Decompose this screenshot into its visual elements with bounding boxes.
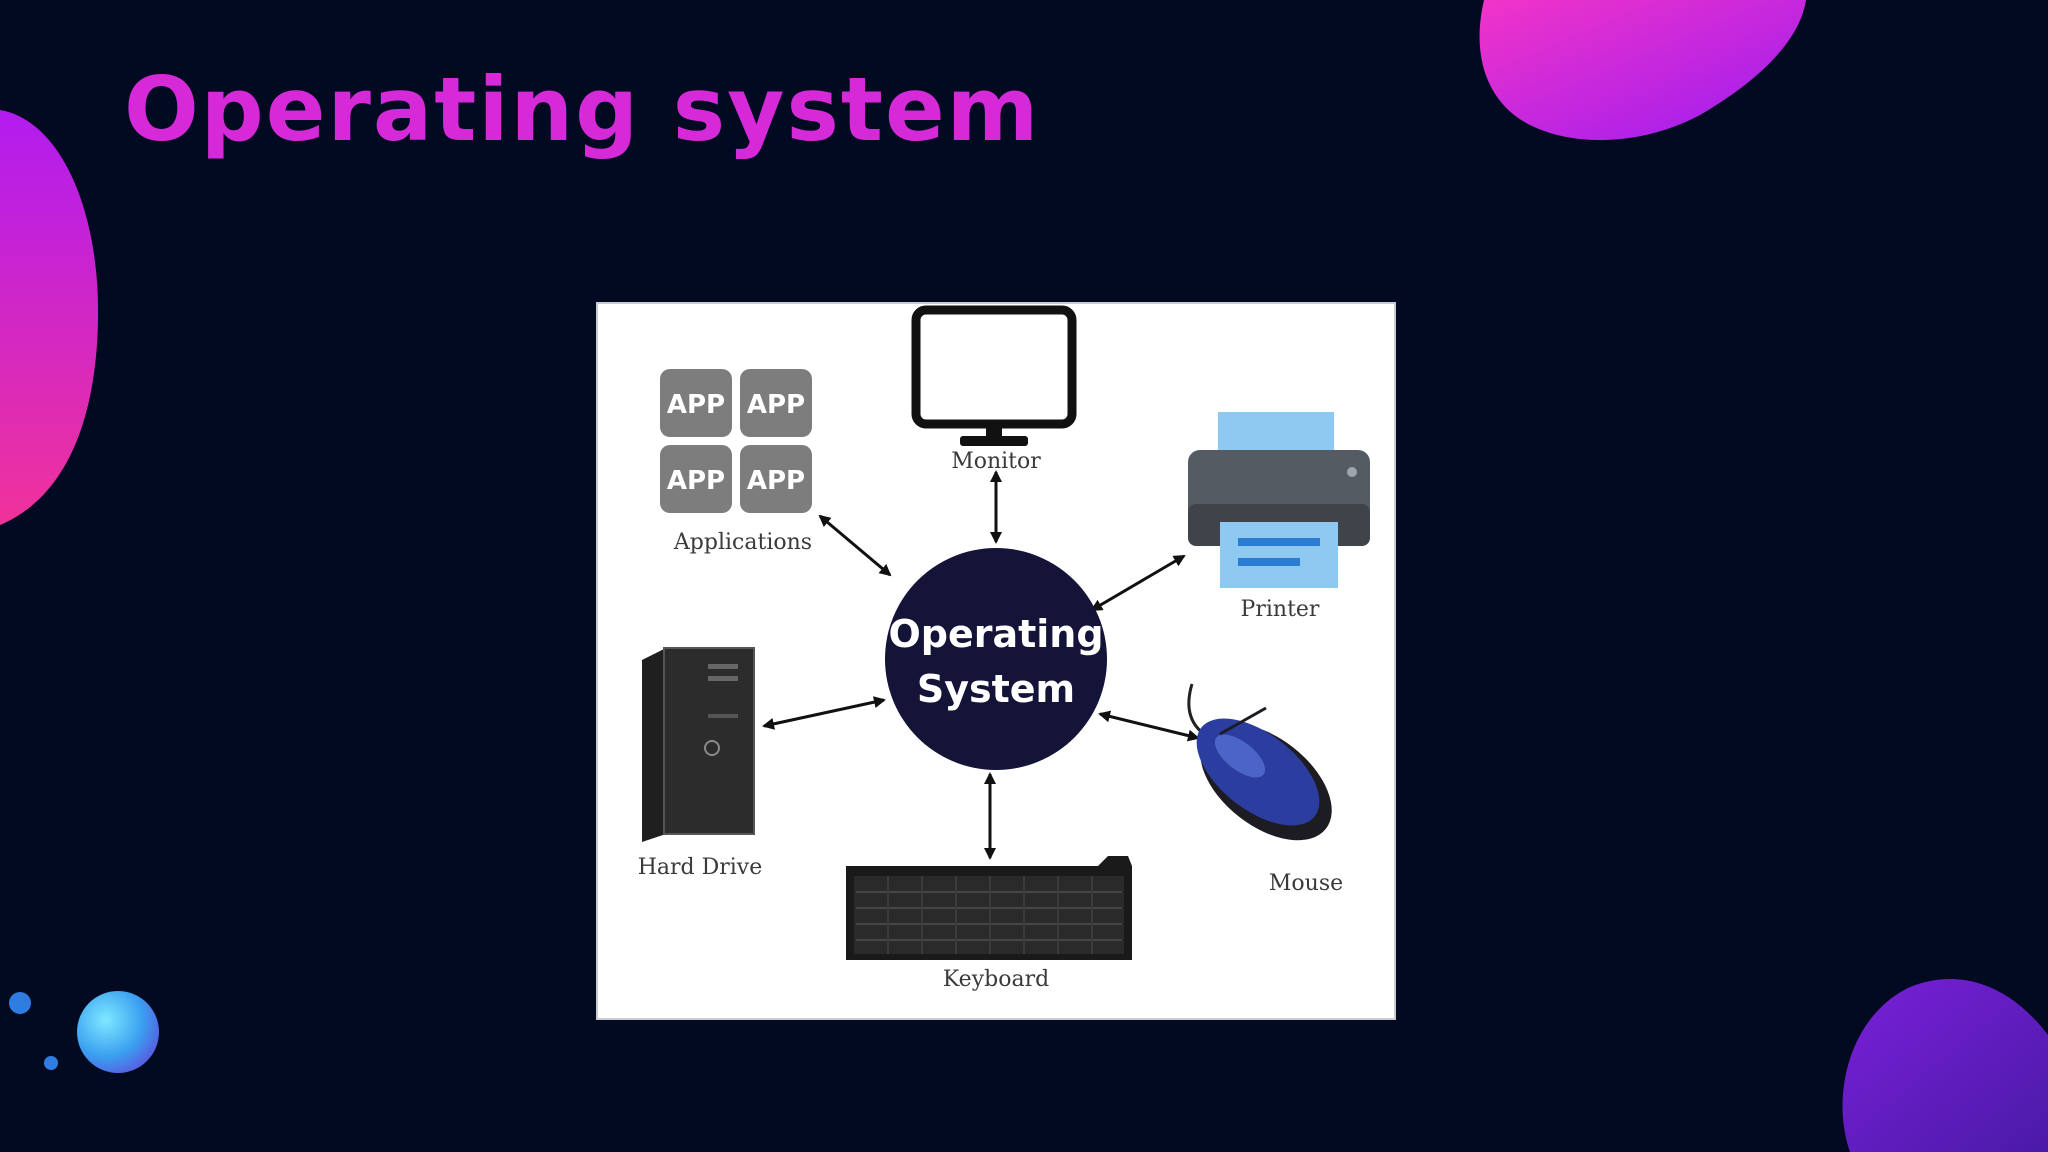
hard-drive-icon bbox=[642, 647, 755, 842]
os-diagram: Operating System APP APP APP bbox=[596, 302, 1396, 1020]
arrow-applications bbox=[818, 514, 892, 577]
center-line2: System bbox=[917, 667, 1075, 711]
mouse-label: Mouse bbox=[1269, 871, 1343, 896]
decor-blob-bottom-right bbox=[1842, 978, 2048, 1152]
app-tile: APP bbox=[740, 369, 812, 437]
monitor-icon bbox=[911, 305, 1077, 446]
keyboard-node: Keyboard bbox=[846, 856, 1132, 992]
decor-blob-top-right bbox=[1479, 0, 1806, 141]
hard-drive-label: Hard Drive bbox=[638, 855, 763, 880]
keyboard-label: Keyboard bbox=[943, 967, 1049, 992]
mouse-icon bbox=[1187, 683, 1332, 841]
svg-text:APP: APP bbox=[667, 466, 725, 496]
app-tile: APP bbox=[740, 445, 812, 513]
monitor-label: Monitor bbox=[951, 449, 1041, 474]
operating-system-node: Operating System bbox=[885, 548, 1107, 770]
arrow-hard-drive bbox=[762, 696, 886, 730]
printer-label: Printer bbox=[1241, 597, 1320, 622]
arrow-mouse bbox=[1098, 710, 1200, 742]
slide-title: Operating system bbox=[124, 58, 1041, 161]
svg-text:APP: APP bbox=[747, 390, 805, 420]
hard-drive-node: Hard Drive bbox=[638, 647, 763, 880]
printer-icon bbox=[1188, 412, 1370, 588]
applications-label: Applications bbox=[673, 530, 812, 555]
applications-node: APP APP APP APP Applications bbox=[660, 369, 812, 555]
app-tile: APP bbox=[660, 445, 732, 513]
arrow-printer bbox=[1090, 554, 1186, 612]
decor-bubbles-bottom-left bbox=[9, 991, 159, 1073]
svg-text:APP: APP bbox=[667, 390, 725, 420]
app-tile: APP bbox=[660, 369, 732, 437]
printer-node: Printer bbox=[1188, 412, 1370, 622]
keyboard-icon bbox=[846, 856, 1132, 960]
decor-blob-top-left bbox=[0, 110, 99, 525]
monitor-node: Monitor bbox=[911, 305, 1077, 474]
arrows bbox=[762, 470, 1200, 860]
center-line1: Operating bbox=[888, 612, 1103, 656]
svg-text:APP: APP bbox=[747, 466, 805, 496]
mouse-node: Mouse bbox=[1187, 683, 1343, 896]
